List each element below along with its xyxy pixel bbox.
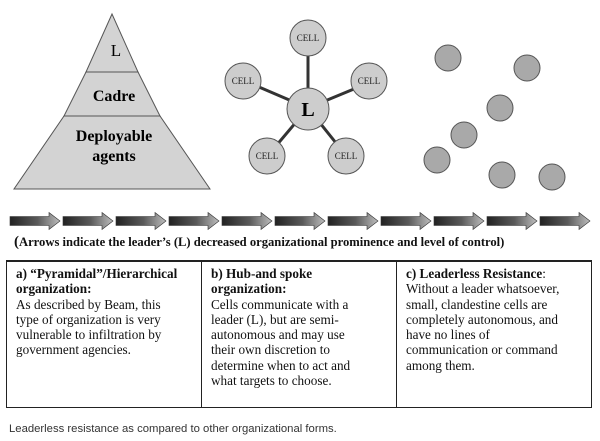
box-line: autonomous and may use [211,327,345,343]
leaderless-cells [423,44,566,191]
autonomous-cell [450,121,478,149]
pyramid-middle-label: Cadre [93,88,135,105]
box-line: have no lines of [406,327,490,343]
comparison-boxes: a) “Pyramidal”/Hierarchical organization… [6,260,592,408]
box-title-main: c) Leaderless Resistance [406,266,543,281]
box-line: completely autonomous, and [406,311,558,327]
cell-label: CELL [335,151,358,161]
control-arrow [62,211,114,231]
box-title: b) Hub-and spoke organization: [211,266,313,297]
cell-node [327,137,365,175]
cell-node [350,62,388,100]
cell-label: CELL [256,151,279,161]
cell-node [248,137,286,175]
box-leaderless: c) Leaderless Resistance: Without a lead… [396,262,591,407]
control-arrow [380,211,432,231]
control-arrow [433,211,485,231]
arrows-note-text: Arrows indicate the leader’s (L) decreas… [19,235,505,249]
autonomous-cell [434,44,462,72]
box-line: Cells communicate with a [211,296,349,312]
pyramid: L Cadre Deployable agents [13,12,211,190]
box-title: a) “Pyramidal”/Hierarchical organization… [16,266,178,297]
box-line: leader (L), but are semi- [211,311,339,327]
control-arrow [274,211,326,231]
figure-caption: Leaderless resistance as compared to oth… [9,423,337,435]
control-arrow [539,211,591,231]
hub-cells [224,19,388,175]
open-paren: ( [14,234,19,250]
box-hub-and-spoke: b) Hub-and spoke organization: Cells com… [201,262,396,407]
arrows-note: (Arrows indicate the leader’s (L) decrea… [14,234,504,251]
autonomous-cell [513,54,541,82]
autonomous-cell [486,94,514,122]
pyramid-top-label: L [111,41,121,60]
autonomous-cell [538,163,566,191]
cell-label: CELL [297,33,320,43]
control-arrow [9,211,61,231]
hub-leader-label: L [301,99,314,121]
cell-node [224,62,262,100]
box-line: their own discretion to [211,342,331,358]
pyramid-bottom-label-line2: agents [92,148,136,165]
box-hierarchical: a) “Pyramidal”/Hierarchical organization… [7,262,201,407]
box-title: c) Leaderless Resistance: [406,266,583,281]
box-line: As described by Beam, this [16,296,161,312]
box-line: communication or command [406,342,558,358]
box-title-suffix: : [542,266,546,281]
cell-node [289,19,327,57]
box-line: among them. [406,357,475,373]
control-arrow [168,211,220,231]
cell-label: CELL [358,76,381,86]
arrow-row [9,211,591,231]
box-line: what targets to choose. [211,373,332,389]
control-arrow [221,211,273,231]
control-arrow [115,211,167,231]
box-line: Without a leader whatsoever, [406,281,560,297]
pyramid-bottom-label-line1: Deployable [76,128,152,145]
control-arrow [327,211,379,231]
autonomous-cell [488,161,516,189]
box-line: small, clandestine cells are [406,296,548,312]
box-line: type of organization is very [16,311,161,327]
diagram-canvas: L Cadre Deployable agents CELL CELL CELL… [9,12,591,231]
leader-node [286,87,330,131]
pyramid-bottom-tier [13,115,211,190]
box-line: vulnerable to infiltration by [16,327,162,343]
autonomous-cell [423,146,451,174]
control-arrow [486,211,538,231]
box-line: determine when to act and [211,357,351,373]
box-line: government agencies. [16,342,131,358]
cell-label: CELL [232,76,255,86]
